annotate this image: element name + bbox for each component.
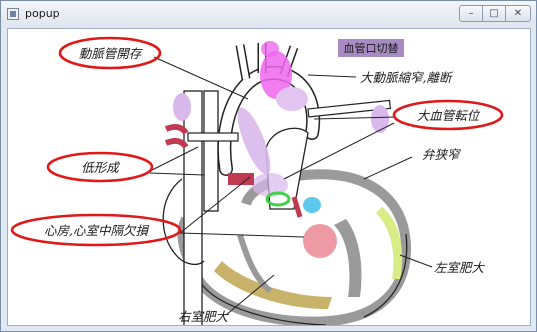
valve-crimson [294, 197, 300, 217]
hypoplasia-vessel-1 [166, 127, 186, 133]
hypoplasia-duct [228, 173, 254, 185]
window-title: popup [25, 7, 60, 20]
maximize-button[interactable]: □ [482, 5, 506, 22]
valve-cyan [303, 197, 321, 213]
pulmonary-artery-right [188, 133, 238, 141]
app-icon [7, 8, 19, 20]
title-bar[interactable]: popup – □ ✕ [1, 1, 536, 27]
close-button[interactable]: ✕ [505, 5, 531, 22]
hypoplasia-vessel-2 [166, 141, 186, 147]
septum [334, 219, 361, 297]
vena-cava-branch [204, 91, 218, 211]
label-ductus: 動脈管開存 [79, 46, 143, 61]
label-valve: 弁狭窄 [422, 147, 461, 162]
coarctation-highlight-top [261, 41, 279, 57]
vena-cava [184, 91, 202, 326]
septal-defect-highlight [303, 224, 337, 258]
label-aortic: 大動脈縮窄,離断 [360, 70, 454, 85]
minimize-button[interactable]: – [459, 5, 483, 22]
label-rv: 右室肥大 [178, 309, 230, 324]
label-transposition: 大血管転位 [417, 108, 481, 123]
label-lv: 左室肥大 [434, 260, 486, 275]
switch-badge: 血管口切替 [344, 41, 399, 55]
diagram-canvas: 血管口切替 動 [7, 28, 531, 326]
lavender-blob-left [173, 93, 191, 121]
label-hypoplasia: 低形成 [81, 160, 120, 175]
lavender-blob-arch [276, 87, 308, 111]
heart-diagram: 血管口切替 動 [8, 29, 531, 326]
label-septal: 心房,心室中隔欠損 [44, 223, 149, 238]
lavender-blob-right [371, 105, 389, 133]
